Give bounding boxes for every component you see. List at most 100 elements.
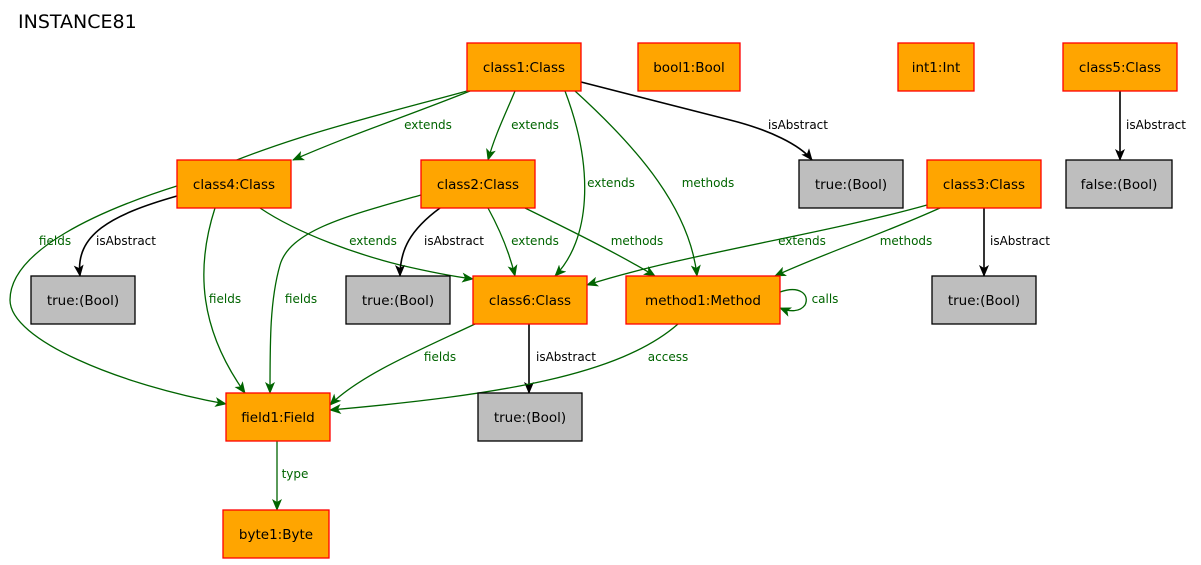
edge-c6-fields: fields [329, 323, 476, 406]
edge-line [73, 195, 178, 277]
node-true2: true:(Bool) [345, 275, 451, 325]
edge-label: isAbstract [768, 118, 828, 132]
node-box [472, 275, 588, 325]
node-label: true:(Bool) [47, 293, 119, 309]
edge-m1-calls: calls [779, 289, 839, 317]
edge-line [395, 207, 441, 277]
edge-line [292, 90, 471, 161]
node-label: class3:Class [943, 177, 1025, 193]
edge-label: type [282, 467, 309, 481]
node-label: byte1:Byte [239, 527, 313, 543]
node-label: int1:Int [912, 60, 961, 76]
node-box [798, 159, 904, 209]
edge-label: fields [209, 292, 241, 306]
edge-line [580, 81, 813, 161]
node-box [176, 159, 292, 209]
edge-line [554, 90, 586, 277]
edge-label: fields [285, 292, 317, 306]
edge-line [574, 90, 701, 277]
edge-c3-methods: methods [774, 207, 941, 277]
edge-label: extends [511, 118, 559, 132]
node-class3: class3:Class [926, 159, 1042, 209]
edge-label: isAbstract [990, 234, 1050, 248]
edge-label: extends [349, 234, 397, 248]
edge-c3-isabstract: isAbstract [979, 208, 1050, 277]
node-box [637, 42, 741, 92]
node-box [345, 275, 451, 325]
node-class5: class5:Class [1062, 42, 1178, 92]
edge-label: fields [424, 350, 456, 364]
edge-label: extends [404, 118, 452, 132]
node-box [926, 159, 1042, 209]
node-label: class5:Class [1079, 60, 1161, 76]
node-true4: true:(Bool) [30, 275, 136, 325]
edge-line [259, 207, 474, 283]
node-class6: class6:Class [472, 275, 588, 325]
node-box [1062, 42, 1178, 92]
edge-c1-methods: methods [574, 90, 735, 277]
edge-c1-fields: fields [9, 90, 468, 407]
node-trueA: true:(Bool) [798, 159, 904, 209]
edge-line [329, 323, 476, 406]
edge-line [486, 90, 516, 161]
node-box [897, 42, 975, 92]
node-box [477, 392, 583, 442]
node-bool1: bool1:Bool [637, 42, 741, 92]
edge-line [329, 323, 679, 415]
node-label: true:(Bool) [494, 410, 566, 426]
node-box [931, 275, 1037, 325]
edge-label: isAbstract [96, 234, 156, 248]
edge-line [487, 207, 518, 277]
node-false5: false:(Bool) [1065, 159, 1173, 209]
node-label: class1:Class [483, 60, 565, 76]
edge-c4-isabstract: isAbstract [73, 195, 178, 277]
edge-line [203, 207, 246, 394]
node-label: false:(Bool) [1081, 177, 1158, 193]
edge-c2-fields: fields [265, 194, 422, 394]
edge-line [774, 207, 941, 277]
node-label: class6:Class [489, 293, 571, 309]
node-label: field1:Field [241, 410, 314, 426]
node-int1: int1:Int [897, 42, 975, 92]
node-label: true:(Bool) [362, 293, 434, 309]
edge-f1-type: type [272, 441, 309, 511]
node-true3: true:(Bool) [931, 275, 1037, 325]
node-label: method1:Method [645, 293, 761, 309]
node-label: bool1:Bool [653, 60, 725, 76]
diagram-title: INSTANCE81 [18, 11, 137, 33]
edge-line [9, 90, 468, 407]
node-field1: field1:Field [225, 392, 331, 442]
node-box [1065, 159, 1173, 209]
edge-label: calls [812, 292, 839, 306]
node-class2: class2:Class [420, 159, 536, 209]
edge-c2-extends: extends [487, 207, 559, 277]
node-class1: class1:Class [466, 42, 582, 92]
edge-line [265, 194, 422, 394]
node-byte1: byte1:Byte [222, 509, 330, 559]
edge-c1-extends-c2: extends [486, 90, 559, 161]
edge-c1-extends-c6: extends [554, 90, 635, 277]
edge-c2-isabstract: isAbstract [395, 207, 484, 277]
node-label: class2:Class [437, 177, 519, 193]
node-label: class4:Class [193, 177, 275, 193]
edge-label: methods [682, 176, 735, 190]
edge-label: methods [611, 234, 664, 248]
edge-line [779, 289, 807, 317]
edge-c3-extends: extends [586, 204, 928, 287]
edge-c4-fields: fields [203, 207, 246, 394]
edge-label: methods [880, 234, 933, 248]
node-box [625, 275, 781, 325]
edge-c5-isabstract: isAbstract [1115, 91, 1186, 161]
edge-m1-access: access [329, 323, 688, 415]
edge-c1-isabstract: isAbstract [580, 81, 828, 161]
edge-label: extends [778, 234, 826, 248]
node-box [225, 392, 331, 442]
edge-label: extends [587, 176, 635, 190]
edge-c1-extends-c4: extends [292, 90, 471, 161]
node-box [420, 159, 536, 209]
edge-label: fields [39, 234, 71, 248]
node-label: true:(Bool) [815, 177, 887, 193]
node-box [466, 42, 582, 92]
node-method1: method1:Method [625, 275, 781, 325]
